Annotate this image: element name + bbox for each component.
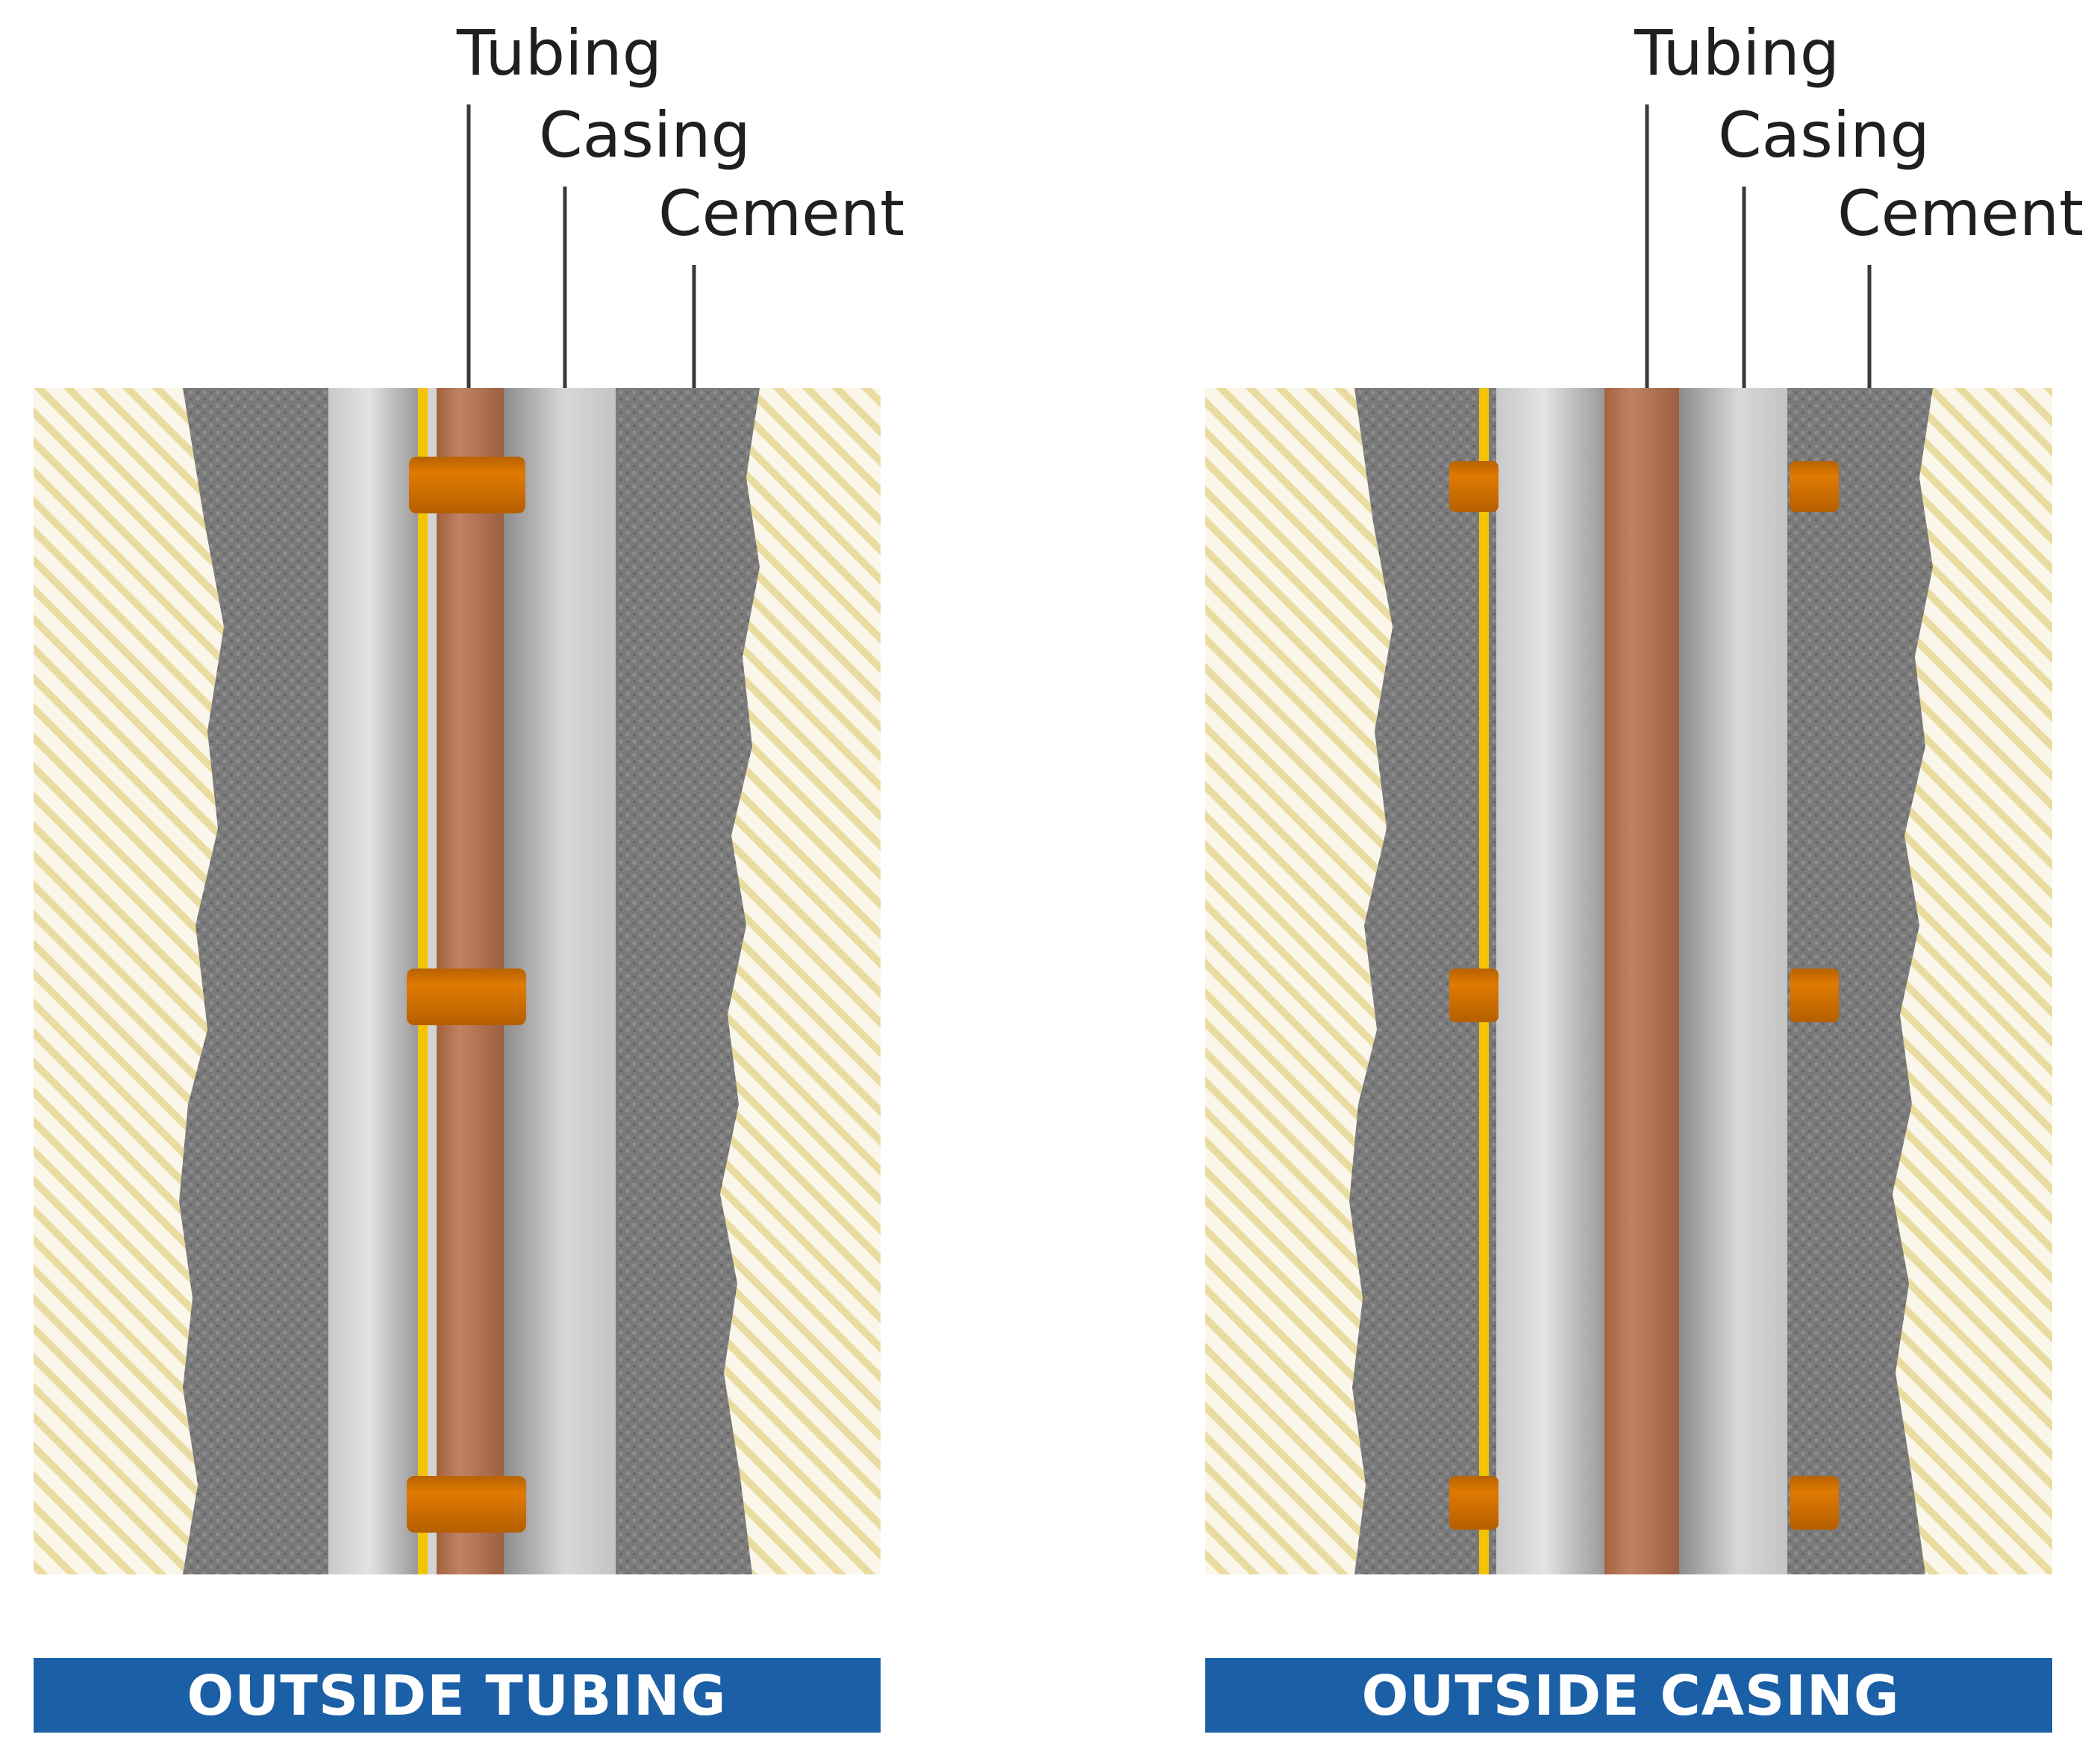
cement-left bbox=[179, 388, 328, 1574]
tubing-center bbox=[1604, 388, 1679, 1574]
cement-right bbox=[616, 388, 760, 1574]
panel-outside-tubing: Tubing Casing Cement OUTSIDE TUBING bbox=[34, 16, 904, 1733]
label-tubing: Tubing bbox=[1634, 16, 1840, 90]
cement-left bbox=[1349, 388, 1496, 1574]
clamps-left bbox=[407, 457, 526, 1533]
caption-bar bbox=[34, 1658, 881, 1733]
clamp bbox=[407, 969, 526, 1025]
clamp bbox=[1790, 1476, 1839, 1530]
clamp bbox=[407, 1476, 526, 1533]
leader-lines-left bbox=[466, 104, 696, 388]
clamp bbox=[1790, 461, 1839, 512]
label-casing: Casing bbox=[1718, 98, 1930, 172]
clamps-right bbox=[1449, 461, 1839, 1530]
caption-outside-tubing: OUTSIDE TUBING bbox=[187, 1664, 726, 1728]
label-cement: Cement bbox=[658, 177, 904, 250]
clamp bbox=[1449, 461, 1499, 512]
cement-right bbox=[1787, 388, 1933, 1574]
clamp bbox=[409, 457, 525, 513]
label-tubing: Tubing bbox=[456, 16, 662, 90]
casing-right bbox=[1679, 388, 1787, 1574]
leader-lines-right bbox=[1645, 104, 1872, 388]
caption-bar bbox=[1205, 1658, 2052, 1733]
panel-outside-casing: Tubing Casing Cement OUTSIDE CASING bbox=[1205, 16, 2084, 1733]
label-cement: Cement bbox=[1837, 177, 2084, 250]
caption-outside-casing: OUTSIDE CASING bbox=[1361, 1664, 1899, 1728]
clamp bbox=[1790, 969, 1839, 1022]
clamp bbox=[1449, 1476, 1499, 1530]
label-casing: Casing bbox=[539, 98, 751, 172]
casing-left bbox=[328, 388, 418, 1574]
clamp bbox=[1449, 969, 1499, 1022]
casing-left bbox=[1496, 388, 1604, 1574]
